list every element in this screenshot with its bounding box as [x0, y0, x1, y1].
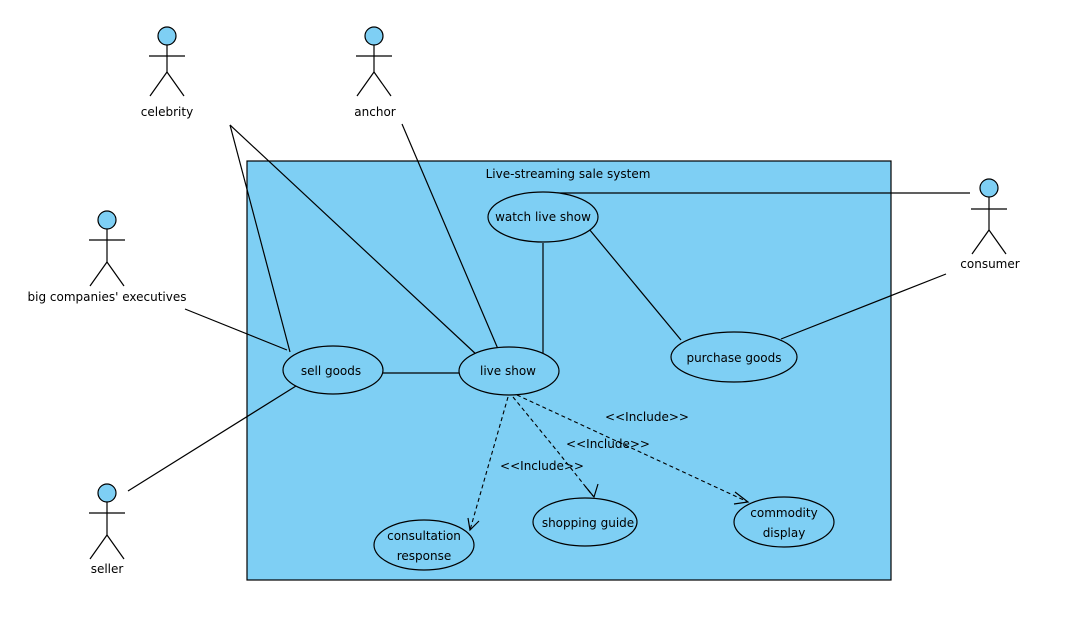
stereotype-include-commodity: <<Include>>	[605, 410, 689, 424]
assoc-celebrity-sell-goods	[229, 124, 291, 353]
include-arrowhead-consultation	[467, 517, 480, 532]
actor-leg-right	[106, 261, 125, 287]
use-case-label: sell goods	[301, 364, 361, 378]
include-line-shopping-guide	[512, 396, 594, 497]
stereotype-include-guide: <<Include>>	[566, 437, 650, 451]
actor-leg-left	[89, 534, 108, 560]
assoc-executives-sell-goods	[184, 308, 288, 351]
actor-leg-left	[89, 261, 108, 287]
use-case-label: live show	[480, 364, 536, 378]
include-line-commodity-display	[516, 394, 749, 503]
actor-consumer[interactable]: consumer	[960, 178, 1020, 271]
actor-celebrity[interactable]: celebrity	[141, 26, 193, 119]
use-case-ellipse	[532, 497, 638, 547]
associations	[127, 123, 970, 492]
system-title: Live-streaming sale system	[486, 167, 651, 181]
actor-leg-left	[356, 71, 375, 97]
assoc-anchor-live-show	[401, 123, 499, 350]
include-dependencies: <<Include>> <<Include>> <<Include>>	[467, 394, 750, 532]
actor-label: consumer	[960, 257, 1019, 271]
actor-head	[979, 178, 999, 198]
use-case-ellipse	[487, 191, 599, 243]
actor-leg-left	[971, 229, 990, 255]
actor-leg-left	[149, 71, 168, 97]
use-case-label-line-1: commodity	[750, 506, 817, 520]
actor-label: seller	[91, 562, 124, 576]
actor-anchor[interactable]: anchor	[354, 26, 396, 119]
use-case-label: purchase goods	[686, 351, 781, 365]
use-case-shopping-guide[interactable]: shopping guide	[532, 497, 638, 547]
actor-head	[364, 26, 384, 46]
use-case-sell-goods[interactable]: sell goods	[282, 345, 384, 395]
actor-head	[157, 26, 177, 46]
actor-leg-right	[166, 71, 185, 97]
use-case-consultation-response[interactable]: consultation response	[373, 519, 475, 571]
use-case-label-line-2: response	[397, 549, 452, 563]
actor-label: anchor	[354, 105, 396, 119]
use-case-watch-live-show[interactable]: watch live show	[487, 191, 599, 243]
use-case-ellipse	[670, 331, 798, 383]
assoc-watch-live-show-purchase-goods	[588, 228, 682, 341]
include-arrowhead-commodity-display	[733, 491, 750, 505]
actor-leg-right	[106, 534, 125, 560]
use-case-ellipse	[282, 345, 384, 395]
use-case-ellipse	[733, 496, 835, 548]
use-case-live-show[interactable]: live show	[458, 346, 560, 396]
assoc-celebrity-live-show	[229, 124, 479, 357]
include-arrowhead-shopping-guide	[584, 483, 599, 499]
actor-label: celebrity	[141, 105, 193, 119]
actor-label: big companies' executives	[28, 290, 187, 304]
use-case-ellipse	[373, 519, 475, 571]
stereotype-include-consultation: <<Include>>	[500, 459, 584, 473]
use-case-label: watch live show	[495, 210, 591, 224]
assoc-consumer-purchase-goods	[780, 273, 947, 340]
actor-head	[97, 210, 117, 230]
actor-leg-right	[988, 229, 1007, 255]
use-case-purchase-goods[interactable]: purchase goods	[670, 331, 798, 383]
use-case-label: shopping guide	[542, 516, 634, 530]
use-case-commodity-display[interactable]: commodity display	[733, 496, 835, 548]
assoc-seller-sell-goods	[127, 385, 297, 492]
actor-big-companies-executives[interactable]: big companies' executives	[28, 210, 187, 304]
include-line-consultation	[469, 396, 509, 531]
actor-leg-right	[373, 71, 392, 97]
actor-head	[97, 483, 117, 503]
use-case-label-line-1: consultation	[387, 529, 461, 543]
use-case-ellipse	[458, 346, 560, 396]
actor-seller[interactable]: seller	[89, 483, 125, 576]
use-case-label-line-2: display	[763, 526, 806, 540]
